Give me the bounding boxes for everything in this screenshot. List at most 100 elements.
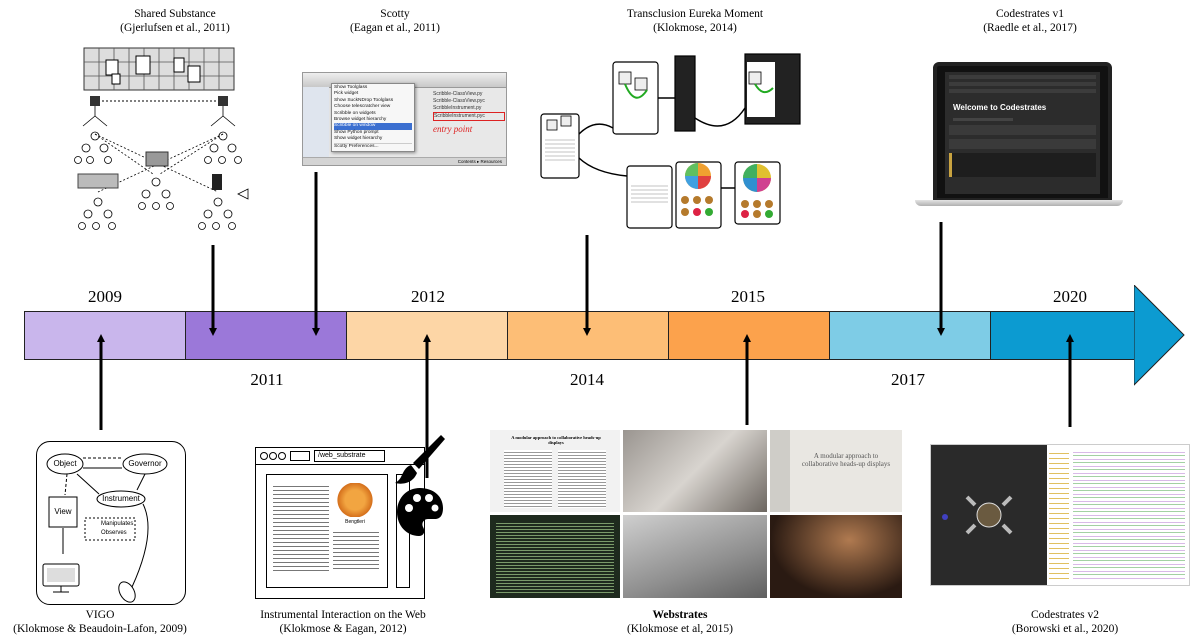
caption-title: Webstrates [595,608,765,622]
scotty-screenshot: Scribble-ClassView.py Scribble-ClassView… [302,72,507,166]
scotty-file-list: Scribble-ClassView.py Scribble-ClassView… [433,91,505,134]
web-substrate-window: /web_substrate Bengtleri [255,447,425,599]
menu-item: Show SuckNDrop Toolglass [334,97,394,103]
caption-citation: (Borowski et al., 2020) [1011,623,1119,635]
webstrates-grid: A modular approach to collaborative head… [490,430,902,598]
caption-title: VIGO [85,609,115,621]
caption-citation: (Raedle et al., 2017) [983,22,1077,34]
caption-codestrates-v1: Codestrates v1 (Raedle et al., 2017) [950,7,1110,35]
menu-item: Pick widget [334,91,359,97]
photo-laptop-hands [623,430,767,512]
brush-icon [395,435,445,484]
caption-title: Shared Substance [134,8,216,20]
menu-item: Choose telescratcher view [334,104,391,110]
slide-sidebar [770,430,790,512]
timeline-segment [990,311,1135,360]
photo-slide: A modular approach to collaborative head… [770,430,902,512]
caption-citation: (Klokmose et al, 2015) [626,623,734,635]
path-item: Resources [480,159,502,164]
caption-shared-substance: Shared Substance (Gjerlufsen et al., 201… [95,7,255,35]
vigo-instrument: Instrument [102,494,140,503]
nav-buttons [290,451,310,461]
scotty-status-bar: Contents ▸ Resources [303,157,506,165]
caption-codestrates-v2: Codestrates v2 (Borowski et al., 2020) [990,608,1140,636]
editor-line [949,89,1096,93]
caption-web-substrate: Instrumental Interaction on the Web (Klo… [238,608,448,636]
scotty-annotation: entry point [433,124,473,134]
menu-item: Scotty Preferences... [334,142,412,150]
caption-citation: (Klokmose & Beaudoin-Lafon, 2009) [13,623,187,635]
image-caption: Bengtleri [345,519,365,525]
caption-webstrates: Webstrates (Klokmose et al, 2015) [595,608,765,636]
file-item: ScribbleInstrument.py [433,105,482,111]
vigo-view: View [54,507,72,516]
caption-scotty: Scotty (Eagan et al., 2011) [330,7,460,35]
caption-citation: (Gjerlufsen et al., 2011) [120,22,230,34]
menu-item: Scribble on window [334,123,412,130]
year-label: 2017 [891,370,925,389]
window-dot [260,452,268,460]
shared-substance-diagram [74,47,249,230]
vigo-observes: Observes [101,530,127,536]
terminal-text [496,521,614,593]
url-bar: /web_substrate [314,450,385,462]
year-label: 2009 [88,287,122,306]
text-block [504,450,552,508]
caption-title: Codestrates v2 [1030,609,1100,621]
transclusion-diagram [540,53,801,229]
photo-terminal [490,515,620,598]
text-block [333,529,379,569]
caption-title: Scotty [380,8,410,20]
code-block [949,125,1096,135]
scotty-context-menu: Show Toolglass Pick widget Show SuckNDro… [331,83,415,153]
window-dot [269,452,277,460]
year-label: 2011 [250,370,284,389]
caption-title: Codestrates v1 [995,8,1065,20]
window-dot [278,452,286,460]
page-content: Bengtleri [266,474,388,588]
caption-vigo: VIGO (Klokmose & Beaudoin-Lafon, 2009) [0,608,200,636]
file-item: Scribble-ClassView.py [433,91,483,97]
editor-line [949,82,1096,86]
caption-title: Instrumental Interaction on the Web [260,609,426,621]
browser-toolbar: /web_substrate [256,448,424,465]
code-block [949,139,1096,149]
palette-icon [397,488,443,536]
file-item: Scribble-ClassView.pyc [433,98,485,104]
text-block [558,450,606,508]
code-block [949,153,1096,177]
timeline-segment [829,311,991,360]
timeline-arrow-head [1134,285,1185,386]
photo-projection [770,515,902,598]
caption-title-bold: Webstrates [652,609,708,621]
canvas-area [931,445,1047,585]
path-item: Contents [457,159,476,164]
laptop-screen: Welcome to Codestrates [933,62,1112,202]
text-block [273,483,329,573]
caption-citation: (Klokmose, 2014) [653,22,737,34]
year-label: 2020 [1053,287,1087,306]
file-item: ScribbleInstrument.pyc [433,112,505,121]
codestrates-v2-screenshot [930,444,1190,586]
photo-paper: A modular approach to collaborative head… [490,430,620,512]
vigo-diagram: Object Governor Instrument View Manipula… [36,441,186,605]
caption-title: Transclusion Eureka Moment [626,8,764,20]
caption-citation: (Klokmose & Eagan, 2012) [279,623,407,635]
editor-line [953,118,1013,121]
vigo-manipulates: Manipulates [101,521,134,527]
vigo-object: Object [53,459,77,468]
menu-item: Browse widget hierarchy [334,117,387,123]
year-label: 2014 [570,370,604,389]
tiger-image [337,483,373,517]
scotty-sidebar [303,87,329,157]
slide-title: A modular approach to collaborative head… [801,452,891,468]
year-label: 2012 [411,287,445,306]
file-tree [1049,449,1069,581]
caption-transclusion: Transclusion Eureka Moment (Klokmose, 20… [600,7,790,35]
timeline-segment [24,311,186,360]
caption-citation: (Eagan et al., 2011) [350,22,440,34]
vigo-governor: Governor [128,459,162,468]
menu-item: Scribble on widgets [334,110,376,116]
year-label: 2015 [731,287,765,306]
